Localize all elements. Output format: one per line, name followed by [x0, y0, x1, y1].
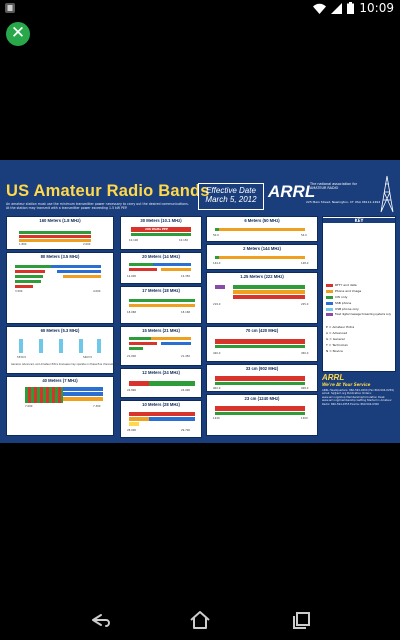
effective-label: Effective Date: [206, 186, 256, 195]
key-title: KEY: [323, 218, 395, 223]
back-icon[interactable]: [84, 606, 112, 634]
license-class: A = Advanced: [326, 331, 348, 335]
band-title: 33 cm (902 MHz): [245, 366, 279, 371]
band-title: 1.25 Meters (222 MHz): [240, 274, 284, 279]
license-class: G = General: [326, 337, 345, 341]
band-panel-40m: 40 Meters (7 MHz) 7.000 7.300: [6, 376, 114, 436]
band-panel-17m: 17 Meters (18 MHz) 18.068 18.168: [120, 286, 202, 324]
service-panel: ARRL We're At Your Service ARRL Headquar…: [322, 373, 396, 443]
band-title: 6 Meters (50 MHz): [244, 218, 280, 223]
band-panel-80m: 80 Meters (3.5 MHz) 3.500 4.000: [6, 252, 114, 324]
clock: 10:09: [359, 1, 394, 15]
arrl-address: 225 Main Street, Newington, CT USA 06111…: [306, 200, 381, 204]
notification-icon: [5, 3, 15, 13]
band-title: 10 Meters (28 MHz): [142, 402, 180, 407]
band-title: 15 Meters (21 MHz): [142, 328, 180, 333]
band-panel-160m: 160 Meters (1.8 MHz) 1.800 2.000: [6, 216, 114, 250]
close-button[interactable]: ✕: [6, 22, 30, 46]
poster-image[interactable]: US Amateur Radio Bands An amateur statio…: [0, 160, 400, 443]
band-title: 17 Meters (18 MHz): [142, 288, 180, 293]
navigation-bar: [0, 600, 400, 640]
wifi-icon: [313, 3, 327, 14]
band-title: 12 Meters (24 MHz): [142, 370, 180, 375]
battery-icon: [347, 2, 355, 14]
band-panel-23cm: 23 cm (1240 MHz) 1240 1300: [206, 394, 318, 436]
service-subtitle: We're At Your Service: [322, 382, 371, 387]
band-title: 60 Meters (5.3 MHz): [40, 328, 80, 333]
band-panel-70cm: 70 cm (420 MHz) 420.0 450.0: [206, 326, 318, 362]
poster-subtitle: An amateur station must use the minimum …: [6, 202, 189, 210]
band-panel-15m: 15 Meters (21 MHz) 21.000 21.450: [120, 326, 202, 366]
band-panel-10m: 10 Meters (28 MHz) 28.000 29.700: [120, 400, 202, 438]
band-title: 80 Meters (3.5 MHz): [40, 254, 80, 259]
band-panel-6m: 6 Meters (50 MHz) 50.0 54.0: [206, 216, 318, 242]
band-title: 20 Meters (14 MHz): [142, 254, 180, 259]
signal-icon: [331, 2, 343, 14]
band-panel-12m: 12 Meters (24 MHz) 24.890 24.990: [120, 368, 202, 398]
key-item: RTTY and data: [326, 283, 357, 287]
arrl-logo: ARRL: [268, 182, 316, 201]
key-item: SSB phone: [326, 301, 351, 305]
license-class: E = Amateur Extra: [326, 325, 355, 329]
band-panel-33cm: 33 cm (902 MHz) 902.0 928.0: [206, 364, 318, 392]
band-panel-2m: 2 Meters (144 MHz) 144.0 148.0: [206, 244, 318, 270]
service-title: ARRL: [322, 373, 345, 382]
status-bar: 10:09: [0, 0, 400, 17]
band-panel-20m: 20 Meters (14 MHz) 14.000 14.350: [120, 252, 202, 284]
band-panel-60m: 60 Meters (5.3 MHz) 5330.5 5403.5 Genera…: [6, 326, 140, 374]
antenna-tower-icon: [380, 175, 394, 213]
band-panel-30m: 30 Meters (10.1 MHz) 200 Watts PEP 10.10…: [120, 216, 202, 250]
key-item: CW only: [326, 295, 347, 299]
key-item: Fixed digital message forwarding systems…: [326, 313, 391, 316]
effective-date: March 5, 2012: [205, 195, 257, 204]
recents-icon[interactable]: [288, 606, 316, 634]
band-title: 40 Meters (7 MHz): [42, 378, 78, 383]
band-panel-125m: 1.25 Meters (222 MHz) 219.0 225.0: [206, 272, 318, 324]
arrl-tagline: The national association for AMATEUR RAD…: [310, 182, 358, 190]
key-item: USB phone only: [326, 307, 359, 311]
legend-key: KEY RTTY and data Phone and image CW onl…: [322, 216, 396, 372]
band-title: 160 Meters (1.8 MHz): [39, 218, 81, 223]
band-title: 30 Meters (10.1 MHz): [140, 218, 182, 223]
effective-date-box: Effective Date March 5, 2012: [198, 183, 264, 210]
service-text: ARRL Headquarters: 860-594-0200 (Fax 860…: [322, 389, 394, 406]
poster-title: US Amateur Radio Bands: [6, 182, 210, 200]
license-class: N = Novice: [326, 349, 343, 353]
band-title: 23 cm (1240 MHz): [244, 396, 280, 401]
home-icon[interactable]: [186, 606, 214, 634]
band-title: 70 cm (420 MHz): [245, 328, 279, 333]
band-title: 2 Meters (144 MHz): [243, 246, 281, 251]
key-item: Phone and image: [326, 289, 361, 293]
license-class: T = Technician: [326, 343, 348, 347]
